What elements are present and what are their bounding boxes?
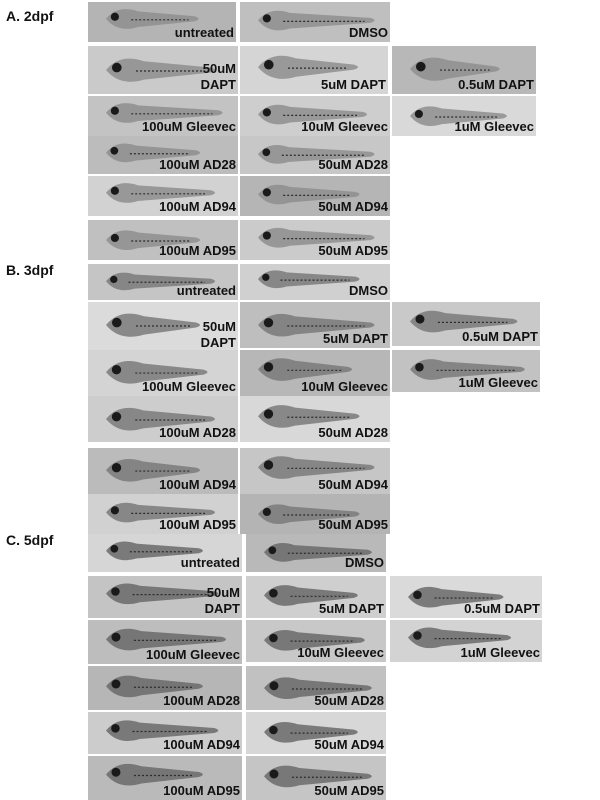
fish-image-panel: 10uM Gleevec bbox=[246, 620, 386, 662]
panel-caption: 100uM AD28 bbox=[163, 693, 240, 708]
panel-caption: untreated bbox=[174, 25, 234, 40]
panel-caption: 0.5uM DAPT bbox=[462, 329, 538, 344]
fish-image-panel: 5uM DAPT bbox=[240, 302, 390, 348]
fish-image-panel: 0.5uM DAPT bbox=[392, 46, 536, 94]
panel-caption: 50uM AD28 bbox=[318, 157, 388, 172]
fish-image-panel: 50uM AD28 bbox=[240, 136, 390, 174]
panel-caption: 10uM Gleevec bbox=[297, 645, 384, 660]
fish-image-panel: untreated bbox=[88, 264, 238, 300]
fish-image-panel: 100uM AD95 bbox=[88, 494, 238, 534]
fish-image-panel: 100uM AD94 bbox=[88, 712, 242, 754]
fish-image-panel: untreated bbox=[88, 2, 236, 42]
fish-image-panel: 50uM AD94 bbox=[246, 712, 386, 754]
panel-caption: 0.5uM DAPT bbox=[464, 601, 540, 616]
panel-caption: 100uM AD94 bbox=[159, 477, 236, 492]
panel-caption: 10uM Gleevec bbox=[301, 119, 388, 134]
fish-image-panel: 100uM AD95 bbox=[88, 220, 238, 260]
panel-caption: 5uM DAPT bbox=[323, 331, 388, 346]
fish-image-panel: 100uM AD28 bbox=[88, 396, 238, 442]
fish-image-panel: 1uM Gleevec bbox=[392, 350, 540, 392]
panel-caption: 5uM DAPT bbox=[319, 601, 384, 616]
fish-image-panel: 50uM DAPT bbox=[88, 576, 242, 618]
fish-image-panel: 100uM AD95 bbox=[88, 756, 242, 800]
panel-caption: 50uM AD95 bbox=[318, 517, 388, 532]
fish-image-panel: DMSO bbox=[240, 2, 390, 42]
panel-caption: 100uM AD94 bbox=[159, 199, 236, 214]
panel-caption: 1uM Gleevec bbox=[454, 119, 535, 134]
panel-caption: 50uM AD94 bbox=[318, 477, 388, 492]
panel-caption: 50uM AD28 bbox=[314, 693, 384, 708]
fish-image-panel: 0.5uM DAPT bbox=[390, 576, 542, 618]
panel-caption: 100uM Gleevec bbox=[142, 119, 236, 134]
fish-image-panel: 5uM DAPT bbox=[240, 46, 388, 94]
fish-image-panel: 100uM AD94 bbox=[88, 448, 238, 494]
panel-caption: 100uM AD28 bbox=[159, 425, 236, 440]
panel-caption: 5uM DAPT bbox=[321, 77, 386, 92]
panel-caption: DMSO bbox=[349, 25, 388, 40]
panel-caption: 100uM Gleevec bbox=[146, 647, 240, 662]
panel-caption: 100uM AD94 bbox=[163, 737, 240, 752]
panel-caption: 50uM AD28 bbox=[318, 425, 388, 440]
fish-image-panel: 1uM Gleevec bbox=[392, 96, 536, 136]
fish-image-panel: 50uM AD94 bbox=[240, 176, 390, 216]
panel-caption: 100uM AD28 bbox=[159, 157, 236, 172]
fish-image-panel: DMSO bbox=[246, 534, 386, 572]
fish-image-panel: 10uM Gleevec bbox=[240, 350, 390, 396]
fish-image-panel: 100uM AD28 bbox=[88, 136, 238, 174]
fish-image-panel: 50uM DAPT bbox=[88, 46, 238, 94]
panel-caption: 50uM DAPT bbox=[204, 585, 240, 616]
panel-caption: untreated bbox=[176, 283, 236, 298]
fish-image-panel: 0.5uM DAPT bbox=[392, 302, 540, 346]
section-label-2dpf: A. 2dpf bbox=[6, 8, 54, 24]
panel-caption: 100uM AD95 bbox=[159, 243, 236, 258]
panel-caption: 1uM Gleevec bbox=[460, 645, 541, 660]
panel-caption: 50uM AD94 bbox=[318, 199, 388, 214]
fish-image-panel: 50uM AD95 bbox=[240, 220, 390, 260]
panel-caption: 50uM DAPT bbox=[200, 319, 236, 350]
fish-image-panel: 50uM DAPT bbox=[88, 302, 238, 352]
fish-image-panel: 50uM AD94 bbox=[240, 448, 390, 494]
panel-caption: 50uM DAPT bbox=[200, 61, 236, 92]
panel-caption: 0.5uM DAPT bbox=[458, 77, 534, 92]
panel-caption: untreated bbox=[180, 555, 240, 570]
panel-caption: DMSO bbox=[349, 283, 388, 298]
panel-caption: 50uM AD95 bbox=[314, 783, 384, 798]
panel-caption: 100uM AD95 bbox=[159, 517, 236, 532]
fish-image-panel: 50uM AD95 bbox=[240, 494, 390, 534]
fish-image-panel: 100uM Gleevec bbox=[88, 350, 238, 396]
fish-image-panel: 100uM AD28 bbox=[88, 666, 242, 710]
fish-image-panel: 100uM AD94 bbox=[88, 176, 238, 216]
fish-image-panel: DMSO bbox=[240, 264, 390, 300]
panel-caption: 50uM AD94 bbox=[314, 737, 384, 752]
section-label-3dpf: B. 3dpf bbox=[6, 262, 54, 278]
fish-image-panel: 50uM AD28 bbox=[240, 396, 390, 442]
panel-caption: DMSO bbox=[345, 555, 384, 570]
fish-image-panel: 100uM Gleevec bbox=[88, 620, 242, 664]
fish-image-panel: untreated bbox=[88, 534, 242, 572]
section-label-5dpf: C. 5dpf bbox=[6, 532, 54, 548]
fish-image-panel: 5uM DAPT bbox=[246, 576, 386, 618]
panel-caption: 50uM AD95 bbox=[318, 243, 388, 258]
fish-image-panel: 1uM Gleevec bbox=[390, 620, 542, 662]
fish-image-panel: 100uM Gleevec bbox=[88, 96, 238, 136]
fish-image-panel: 50uM AD28 bbox=[246, 666, 386, 710]
panel-caption: 10uM Gleevec bbox=[301, 379, 388, 394]
panel-caption: 100uM AD95 bbox=[163, 783, 240, 798]
panel-caption: 1uM Gleevec bbox=[458, 375, 539, 390]
fish-image-panel: 10uM Gleevec bbox=[240, 96, 390, 136]
panel-caption: 100uM Gleevec bbox=[142, 379, 236, 394]
fish-image-panel: 50uM AD95 bbox=[246, 756, 386, 800]
